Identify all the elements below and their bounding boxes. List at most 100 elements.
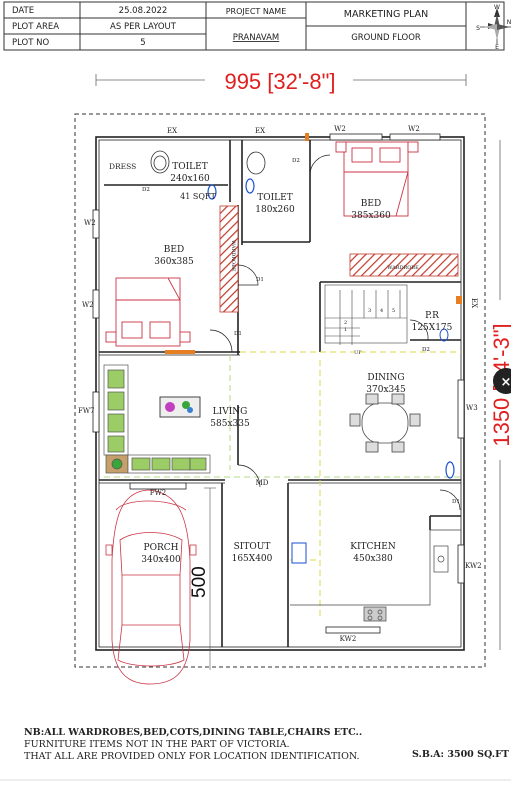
pr-name: P.R xyxy=(425,311,439,321)
compass-e: E xyxy=(495,44,499,51)
toilet2-size: 180x260 xyxy=(255,205,295,215)
pr-size: 125X175 xyxy=(412,323,453,333)
porch-size: 340x400 xyxy=(141,555,181,565)
wardrobe-label-1: WARDROBE xyxy=(230,240,236,272)
w2-label-1: W2 xyxy=(334,125,346,133)
bed2-name: BED xyxy=(164,245,184,255)
d1-label-2: D1 xyxy=(234,331,242,337)
compass-n: N xyxy=(507,19,511,26)
plot-area-value: AS PER LAYOUT xyxy=(110,22,177,32)
wardrobe-bed2 xyxy=(219,205,239,313)
step-5: 5 xyxy=(392,308,395,314)
fridge-icon xyxy=(291,542,307,564)
date-label: DATE xyxy=(12,6,34,16)
ex-label-2: EX xyxy=(255,127,265,135)
exhaust-marker xyxy=(456,296,462,304)
bed1-furniture xyxy=(335,141,419,217)
kw2-label-2: KW2 xyxy=(340,635,357,643)
w2-label-2: W2 xyxy=(408,125,420,133)
note-line-3: THAT ALL ARE PROVIDED ONLY FOR LOCATION … xyxy=(24,751,360,762)
door-marker-toilet xyxy=(305,133,309,141)
ex-label-1: EX xyxy=(167,127,177,135)
d2-label-3: D2 xyxy=(422,347,430,353)
wardrobe-bed1 xyxy=(349,253,459,277)
compass-w: W xyxy=(494,4,500,11)
stair-up-label: UP xyxy=(354,350,362,356)
d1-label-1: D1 xyxy=(256,277,264,283)
dining-table xyxy=(349,393,421,453)
wardrobe-label-2: WARDROBE xyxy=(387,265,419,271)
kitchen-size: 450x380 xyxy=(353,554,393,564)
project-name-value: PRANAVAM xyxy=(233,33,280,43)
living-name: LIVING xyxy=(213,407,248,417)
width-dimension: 995 [32'-8"] xyxy=(95,66,467,94)
plot-no-value: 5 xyxy=(140,38,145,48)
step-3: 3 xyxy=(368,308,371,314)
kitchen-counter xyxy=(290,529,461,622)
sba-total: S.B.A: 3500 SQ.FT xyxy=(412,749,509,760)
close-icon-glyph: × xyxy=(501,375,511,390)
dress-label: DRESS xyxy=(109,162,136,171)
toilet2-fixtures xyxy=(245,151,266,194)
sitout-size: 165X400 xyxy=(232,554,273,564)
toilet1-size: 240x160 xyxy=(170,174,210,184)
w2-label-3: W2 xyxy=(84,219,96,227)
step-2: 2 xyxy=(344,320,347,326)
note-line-1: NB:ALL WARDROBES,BED,COTS,DINING TABLE,C… xyxy=(24,727,362,738)
bed2-furniture xyxy=(105,277,191,347)
compass-icon: W E S N xyxy=(476,4,511,51)
pr-fixture-icon xyxy=(439,328,449,342)
title-block: DATE 25.08.2022 PLOT AREA AS PER LAYOUT … xyxy=(3,1,511,51)
staircase xyxy=(324,284,408,345)
close-icon[interactable] xyxy=(493,368,511,394)
toilet1-fixtures xyxy=(150,150,217,200)
d2-label-2: D2 xyxy=(292,158,300,164)
md-label: MD xyxy=(256,479,269,487)
floor-name: GROUND FLOOR xyxy=(351,33,421,43)
ex-label-3: EX xyxy=(470,298,478,308)
height-dimension: 1350 [44'-3"] × xyxy=(488,140,511,650)
w2-label-4: W2 xyxy=(82,301,94,309)
compass-s: S xyxy=(476,25,480,32)
fw2-label: FW2 xyxy=(150,489,167,497)
kitchen-name: KITCHEN xyxy=(350,542,396,552)
toilet1-name: TOILET xyxy=(172,162,208,172)
car-icon xyxy=(105,489,197,685)
coffee-table xyxy=(159,396,201,418)
doors xyxy=(209,154,461,511)
windows xyxy=(92,133,465,634)
plot-boundary xyxy=(74,113,486,668)
fw7-label: FW7 xyxy=(78,407,95,415)
sitout-name: SITOUT xyxy=(234,542,271,552)
plan-title: MARKETING PLAN xyxy=(344,9,428,20)
basin-icon xyxy=(445,461,455,479)
toilet2-name: TOILET xyxy=(257,193,293,203)
d2-label-1: D2 xyxy=(142,187,150,193)
bed1-size: 385x360 xyxy=(351,211,391,221)
porch-name: PORCH xyxy=(144,543,179,553)
width-dimension-label: 995 [32'-8"] xyxy=(224,69,335,94)
living-sofa xyxy=(103,364,211,474)
project-name-label: PROJECT NAME xyxy=(226,7,287,16)
dining-name: DINING xyxy=(367,373,404,383)
door-marker-bed2 xyxy=(165,350,195,354)
living-size: 585x335 xyxy=(210,419,250,429)
plot-no-label: PLOT NO xyxy=(12,38,50,48)
opening-labels: EX EX EX W2 W2 W2 W2 W3 FW7 FW2 KW2 KW2 … xyxy=(78,125,482,643)
bed2-size: 360x385 xyxy=(154,257,194,267)
toilet1-area: 41 SQFT xyxy=(180,192,216,201)
dining-size: 370x345 xyxy=(366,385,406,395)
step-4: 4 xyxy=(380,308,383,314)
step-1: 1 xyxy=(344,327,347,333)
date-value: 25.08.2022 xyxy=(119,6,168,16)
d1-label-3: D1 xyxy=(452,499,460,505)
porch-dimension: 500 xyxy=(189,566,210,598)
w3-label: W3 xyxy=(466,404,478,412)
bed1-name: BED xyxy=(361,199,381,209)
note-line-2: FURNITURE ITEMS NOT IN THE PART OF VICTO… xyxy=(24,739,290,750)
room-labels: DRESS TOILET 240x160 41 SQFT TOILET 180x… xyxy=(109,162,453,565)
plot-area-label: PLOT AREA xyxy=(12,22,59,32)
notes-block: NB:ALL WARDROBES,BED,COTS,DINING TABLE,C… xyxy=(24,727,509,762)
kw2-label-1: KW2 xyxy=(465,562,482,570)
